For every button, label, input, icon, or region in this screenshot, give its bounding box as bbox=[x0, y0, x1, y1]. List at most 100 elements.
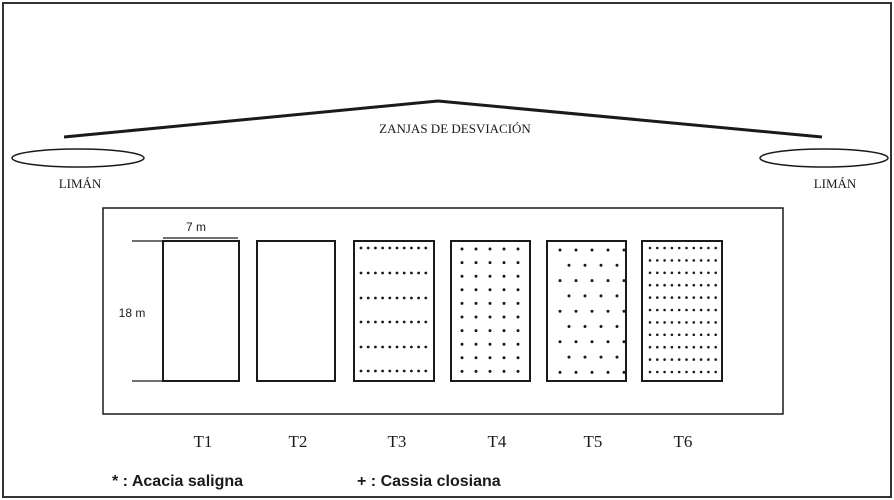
seedling-dot bbox=[707, 271, 710, 275]
seedling-dot bbox=[474, 288, 478, 292]
treatment-label-t1: T1 bbox=[194, 432, 213, 451]
seedling-dot bbox=[374, 246, 377, 250]
seedling-dot bbox=[424, 296, 428, 300]
seedling-dot bbox=[417, 296, 420, 300]
seedling-dot bbox=[460, 301, 464, 305]
seedling-dot bbox=[714, 259, 717, 262]
seedling-dot bbox=[502, 356, 506, 360]
seedling-dot bbox=[488, 315, 492, 319]
seedling-dot bbox=[685, 358, 688, 361]
seedling-dot bbox=[381, 345, 384, 349]
seedling-dot bbox=[488, 329, 492, 333]
seedling-dot bbox=[516, 274, 520, 278]
seedling-dot bbox=[558, 370, 562, 374]
seedling-dot bbox=[424, 320, 428, 324]
seedling-dot bbox=[474, 356, 478, 360]
seedling-dot bbox=[670, 345, 674, 349]
seedling-dot bbox=[460, 342, 464, 346]
seedling-dot bbox=[685, 283, 688, 287]
seedling-dot bbox=[374, 296, 377, 300]
seedling-dot bbox=[685, 370, 688, 374]
seedling-dot bbox=[516, 261, 520, 265]
seedling-dot bbox=[677, 246, 681, 250]
seedling-dot bbox=[402, 369, 406, 373]
seedling-dot bbox=[648, 370, 652, 374]
seedling-dot bbox=[474, 274, 478, 278]
seedling-dot bbox=[707, 333, 710, 337]
seedling-dot bbox=[622, 248, 626, 252]
seedling-dot bbox=[366, 296, 370, 300]
seedling-dot bbox=[677, 321, 681, 324]
seedling-dot bbox=[488, 274, 492, 278]
seedling-dot bbox=[410, 369, 413, 373]
seedling-dot bbox=[574, 309, 578, 313]
seedling-dot bbox=[488, 288, 492, 292]
seedling-dot bbox=[699, 345, 703, 349]
seedling-dot bbox=[502, 261, 506, 265]
seedling-dot bbox=[699, 370, 703, 374]
seedling-dot bbox=[424, 369, 428, 373]
seedling-dot bbox=[714, 370, 717, 374]
seedling-dot bbox=[599, 355, 603, 359]
seedling-dot bbox=[402, 320, 406, 324]
seedling-dot bbox=[474, 369, 478, 373]
plot-width-label: 7 m bbox=[186, 220, 206, 234]
seedling-dot bbox=[648, 308, 652, 312]
seedling-dot bbox=[656, 345, 659, 349]
seedling-dot bbox=[395, 296, 399, 300]
seedling-dot bbox=[424, 345, 428, 349]
seedling-dot bbox=[599, 325, 603, 328]
seedling-dot bbox=[656, 246, 659, 250]
plot-t5-seedlings bbox=[558, 248, 626, 374]
seedling-dot bbox=[395, 246, 399, 250]
seedling-dot bbox=[590, 279, 594, 283]
seedling-dot bbox=[656, 296, 659, 299]
seedling-dot bbox=[656, 308, 659, 312]
seedling-dot bbox=[516, 342, 520, 346]
seedling-dot bbox=[488, 342, 492, 346]
seedling-dot bbox=[685, 246, 688, 250]
seedling-dot bbox=[599, 263, 603, 267]
seedling-dot bbox=[474, 329, 478, 333]
seedling-dot bbox=[488, 301, 492, 305]
seedling-dot bbox=[590, 248, 594, 252]
seedling-dot bbox=[707, 308, 710, 312]
seedling-dot bbox=[516, 369, 520, 373]
seedling-dot bbox=[685, 296, 688, 299]
seedling-dot bbox=[622, 370, 626, 374]
seedling-dot bbox=[474, 301, 478, 305]
seedling-dot bbox=[692, 370, 696, 374]
seedling-dot bbox=[359, 296, 363, 300]
seedling-dot bbox=[460, 356, 464, 360]
seedling-dot bbox=[648, 259, 652, 262]
seedling-dot bbox=[707, 358, 710, 361]
seedling-dot bbox=[707, 321, 710, 324]
seedling-dot bbox=[606, 309, 610, 313]
plot-t6-seedlings bbox=[648, 246, 717, 374]
seedling-dot bbox=[460, 274, 464, 278]
plot-t2 bbox=[256, 240, 336, 382]
experimental-area bbox=[102, 207, 784, 415]
seedling-dot bbox=[381, 271, 384, 275]
seedling-dot bbox=[381, 296, 384, 300]
treatment-label-t3: T3 bbox=[388, 432, 407, 451]
seedling-dot bbox=[714, 308, 717, 312]
seedling-dot bbox=[460, 315, 464, 319]
seedling-dot bbox=[366, 246, 370, 250]
seedling-dot bbox=[366, 271, 370, 275]
seedling-dot bbox=[359, 369, 363, 373]
seedling-dot bbox=[606, 248, 610, 252]
seedling-dot bbox=[692, 333, 696, 337]
seedling-dot bbox=[670, 321, 674, 324]
seedling-dot bbox=[714, 296, 717, 299]
seedling-dot bbox=[685, 271, 688, 275]
seedling-dot bbox=[516, 329, 520, 333]
seedling-dot bbox=[359, 320, 363, 324]
seedling-dot bbox=[424, 271, 428, 275]
seedling-dot bbox=[574, 279, 578, 283]
seedling-dot bbox=[410, 296, 413, 300]
seedling-dot bbox=[707, 345, 710, 349]
seedling-dot bbox=[699, 259, 703, 262]
seedling-dot bbox=[583, 355, 587, 359]
seedling-dot bbox=[677, 271, 681, 275]
